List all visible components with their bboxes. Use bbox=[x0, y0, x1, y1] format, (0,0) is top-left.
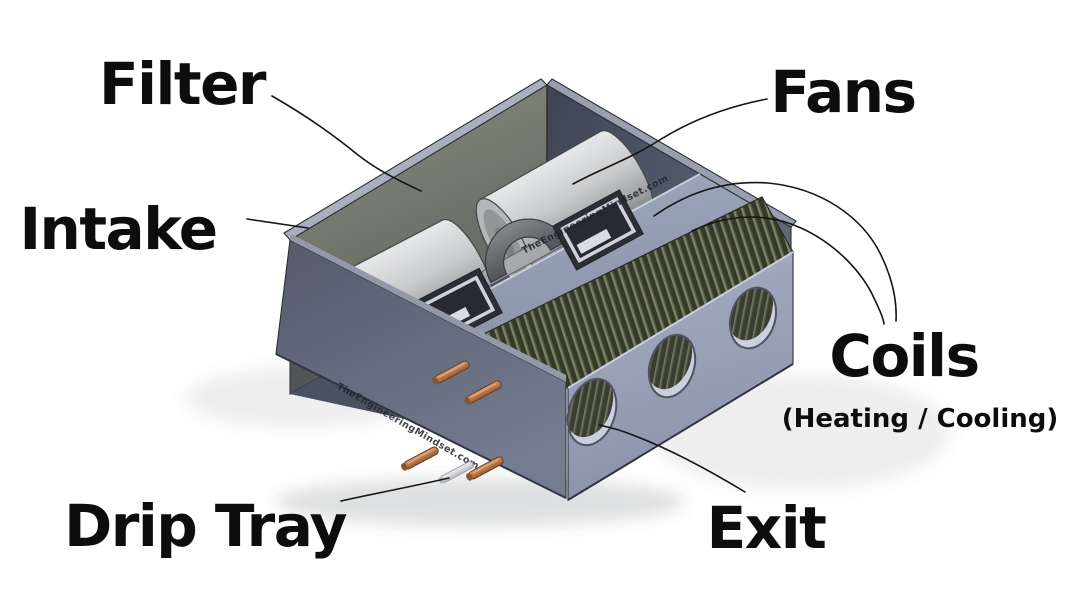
coil-pipe-4 bbox=[466, 456, 504, 481]
drip-tray-leader-line bbox=[340, 477, 450, 502]
drip-tray-label: Drip Tray bbox=[64, 492, 346, 560]
coil-pipe-1 bbox=[432, 360, 470, 385]
front-panel bbox=[560, 251, 794, 501]
exit-label: Exit bbox=[707, 494, 826, 562]
intake-leader-line bbox=[246, 218, 309, 229]
fans-leader-line bbox=[572, 98, 768, 185]
coils-label: Coils bbox=[829, 322, 978, 390]
fan-outlet-right bbox=[551, 189, 645, 271]
intake-label: Intake bbox=[19, 195, 216, 263]
filter-leader-line bbox=[271, 95, 422, 192]
left-wall-top-edge bbox=[290, 234, 566, 382]
fans-label: Fans bbox=[770, 58, 915, 126]
box-rim-left bbox=[283, 78, 548, 241]
leader-lines bbox=[246, 95, 897, 502]
left-wall: TheEngineeringMindset.com bbox=[275, 234, 567, 499]
coils-subtitle: (Heating / Cooling) bbox=[782, 404, 1059, 434]
coil-pipe-3 bbox=[401, 446, 439, 471]
coils-leader-line-1 bbox=[653, 181, 897, 322]
filter-label: Filter bbox=[99, 50, 267, 118]
coil-pipe-2 bbox=[464, 380, 502, 405]
pipes bbox=[401, 360, 504, 484]
labels: Filter Intake Fans Coils (Heating / Cool… bbox=[19, 50, 1058, 562]
coils-leader-line-2 bbox=[691, 216, 885, 325]
exit-leader-line bbox=[598, 424, 746, 493]
